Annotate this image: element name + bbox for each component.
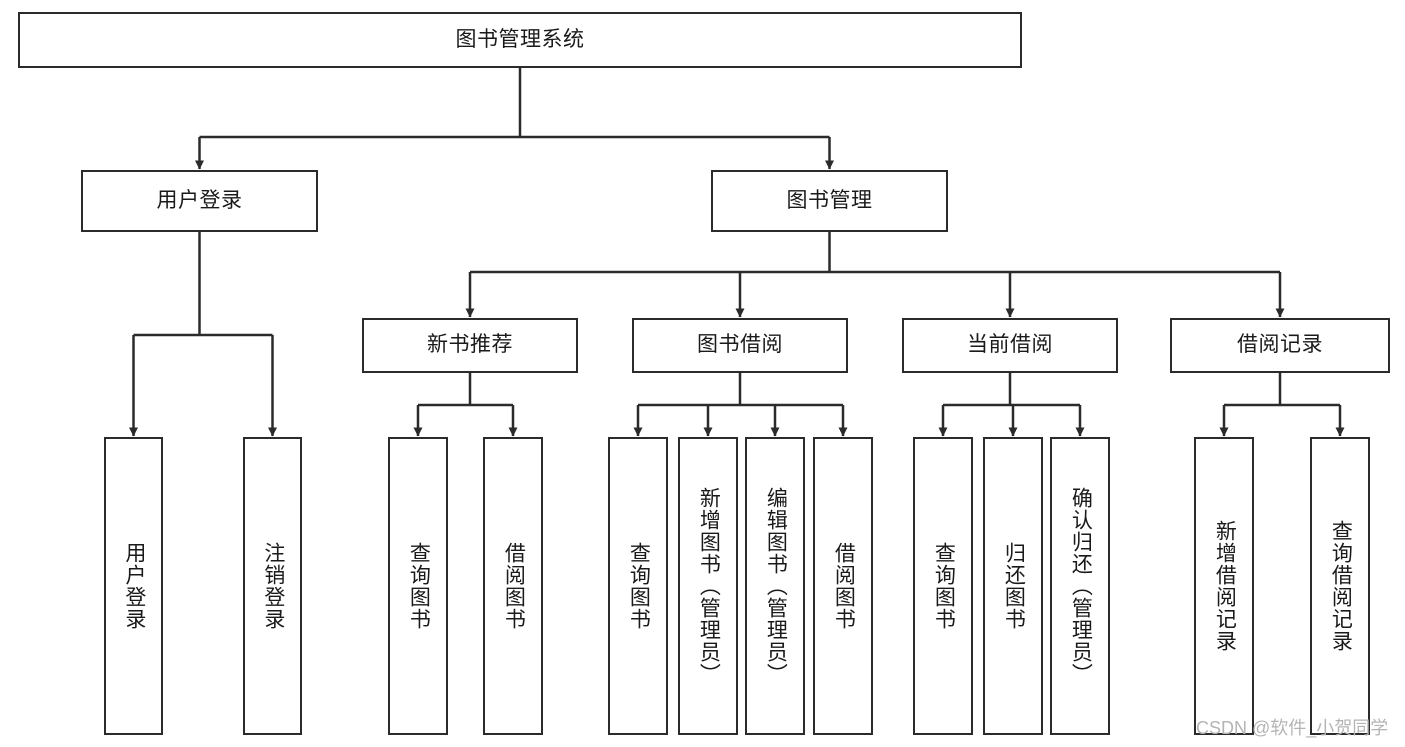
node-label: 编辑图书（管理员）: [764, 487, 788, 685]
node-newbook[interactable]: 新书推荐: [362, 318, 578, 373]
node-leaf-cur-2[interactable]: 归还图书: [983, 437, 1043, 735]
node-leaf-bor-1[interactable]: 查询图书: [608, 437, 668, 735]
node-leaf-bor-3[interactable]: 编辑图书（管理员）: [745, 437, 805, 735]
node-borrowbook[interactable]: 图书借阅: [632, 318, 848, 373]
node-leaf-log-2[interactable]: 查询借阅记录: [1310, 437, 1370, 735]
node-login[interactable]: 用户登录: [81, 170, 318, 232]
node-label: 借阅记录: [1237, 333, 1323, 357]
node-leaf-cur-3[interactable]: 确认归还（管理员）: [1050, 437, 1110, 735]
node-label: 查询图书: [407, 542, 431, 630]
node-label: 用户登录: [122, 542, 146, 630]
node-currborrow[interactable]: 当前借阅: [902, 318, 1118, 373]
node-leaf-new-1[interactable]: 查询图书: [388, 437, 448, 735]
node-label: 查询图书: [627, 542, 651, 630]
node-label: 图书借阅: [697, 333, 783, 357]
node-label: 图书管理系统: [455, 27, 585, 51]
node-label: 当前借阅: [967, 333, 1053, 357]
node-borrowlog[interactable]: 借阅记录: [1170, 318, 1390, 373]
node-label: 归还图书: [1002, 542, 1026, 630]
node-leaf-bor-4[interactable]: 借阅图书: [813, 437, 873, 735]
node-leaf-log-1[interactable]: 新增借阅记录: [1194, 437, 1254, 735]
node-leaf-new-2[interactable]: 借阅图书: [483, 437, 543, 735]
node-leaf-login-1[interactable]: 用户登录: [104, 437, 163, 735]
node-label: 新增借阅记录: [1213, 520, 1237, 652]
node-label: 新书推荐: [427, 333, 513, 357]
node-label: 新增图书（管理员）: [697, 487, 721, 685]
node-label: 借阅图书: [832, 542, 856, 630]
node-label: 借阅图书: [502, 542, 526, 630]
node-label: 注销登录: [261, 542, 285, 630]
node-bookmgmt[interactable]: 图书管理: [711, 170, 948, 232]
node-leaf-cur-1[interactable]: 查询图书: [913, 437, 973, 735]
node-leaf-bor-2[interactable]: 新增图书（管理员）: [678, 437, 738, 735]
watermark: CSDN @软件_小贺同学: [1196, 718, 1389, 738]
node-label: 图书管理: [786, 188, 873, 212]
node-label: 查询借阅记录: [1329, 520, 1353, 652]
node-root[interactable]: 图书管理系统: [18, 12, 1022, 68]
node-label: 查询图书: [932, 542, 956, 630]
node-leaf-login-2[interactable]: 注销登录: [243, 437, 302, 735]
node-label: 确认归还（管理员）: [1069, 487, 1093, 685]
node-label: 用户登录: [156, 188, 243, 212]
